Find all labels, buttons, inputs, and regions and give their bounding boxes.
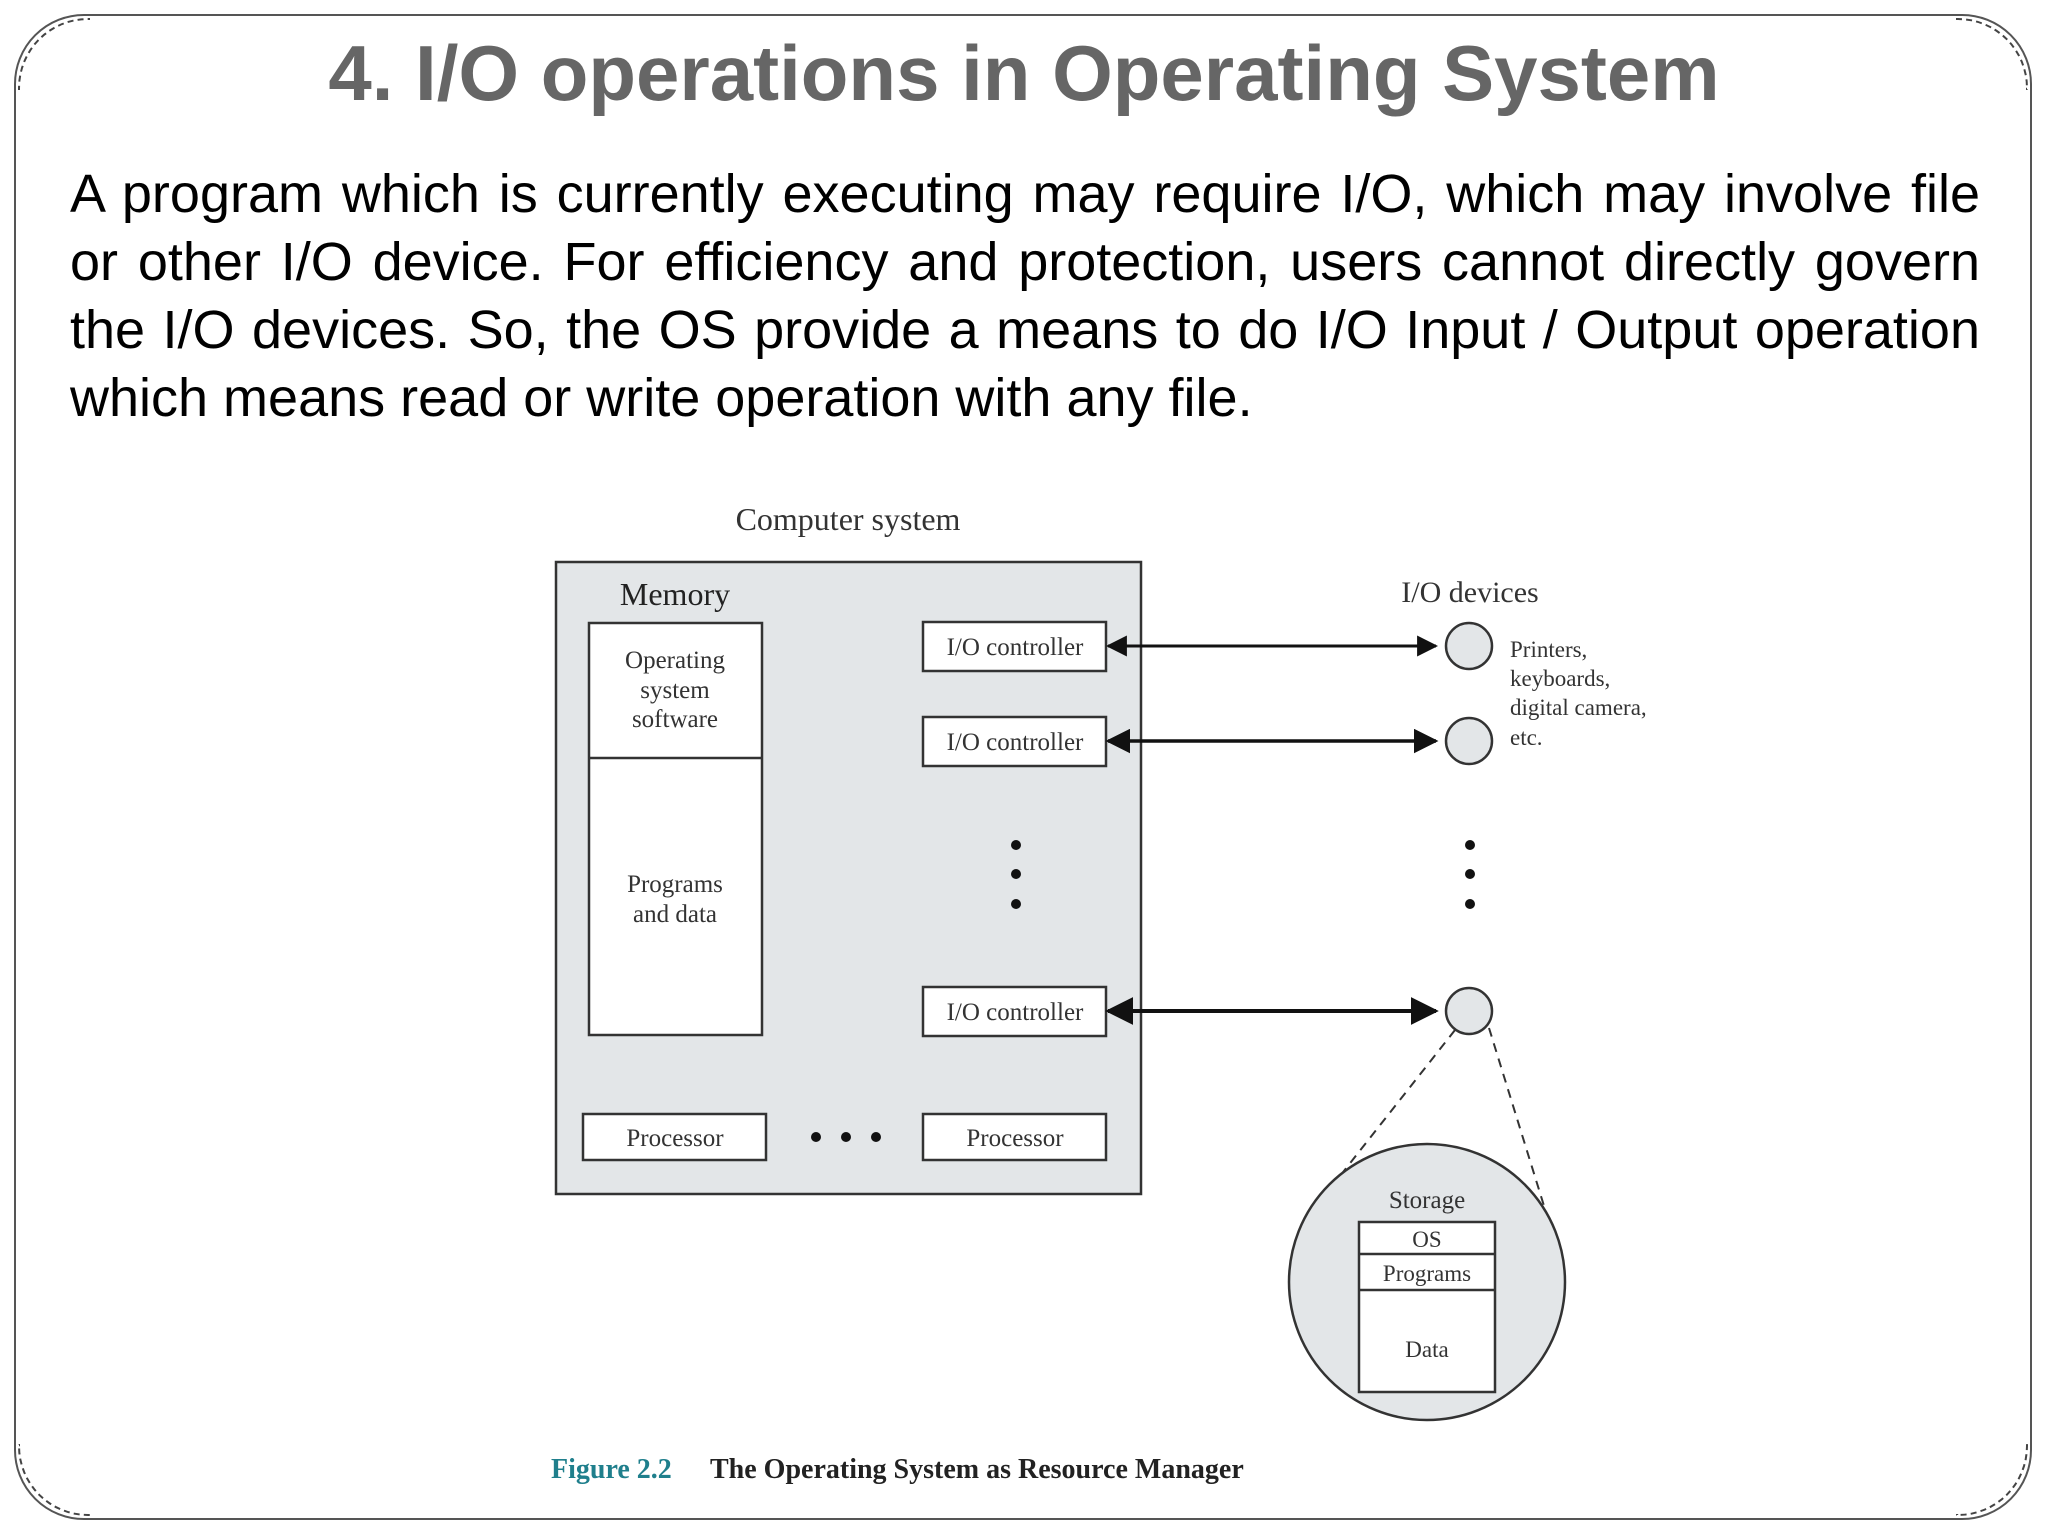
slide-body-text: A program which is currently executing m… [70, 164, 1980, 428]
programs-data-text: Programs [627, 871, 723, 898]
processor-box [581, 1112, 768, 1162]
devices-description: Printers, [1510, 637, 1587, 662]
computer-system-label: Computer system [736, 501, 961, 537]
io-controller-box [921, 985, 1108, 1038]
io-controller-label: I/O controller [947, 999, 1084, 1026]
figure-caption-text: The Operating System as Resource Manager [710, 1454, 1244, 1485]
io-controller-box [921, 620, 1108, 673]
io-device-circle [1444, 716, 1494, 766]
devices-description: digital camera, [1510, 695, 1647, 720]
io-controller-label: I/O controller [947, 634, 1084, 661]
ellipsis-dots [811, 1132, 881, 1142]
ellipsis-dots [1465, 840, 1475, 909]
processor-label: Processor [626, 1125, 724, 1152]
devices-description: etc. [1510, 725, 1543, 750]
io-controller-label: I/O controller [947, 729, 1084, 756]
processor-label: Processor [966, 1125, 1064, 1152]
devices-description: keyboards, [1510, 666, 1610, 691]
io-devices-label: I/O devices [1401, 576, 1538, 609]
io-device-circle [1444, 621, 1494, 671]
figure-caption-number: Figure 2.2 [551, 1454, 672, 1485]
ellipsis-dots [1011, 840, 1021, 909]
slide-title: 4. I/O operations in Operating System [328, 29, 1720, 117]
zoom-dashed-line [1324, 1029, 1456, 1196]
zoom-dashed-line [1488, 1027, 1554, 1236]
processor-box [921, 1112, 1108, 1162]
storage-box [1357, 1220, 1497, 1394]
os-software-text: Operating [625, 647, 725, 674]
storage-os-label: OS [1412, 1227, 1441, 1252]
io-device-circle [1444, 986, 1494, 1036]
io-controller-box [921, 715, 1108, 768]
os-software-text: system [640, 677, 710, 704]
memory-box [587, 621, 764, 1037]
programs-data-text: and data [633, 901, 717, 928]
storage-data-label: Data [1405, 1337, 1448, 1362]
storage-programs-label: Programs [1383, 1261, 1471, 1286]
storage-label: Storage [1389, 1187, 1465, 1214]
memory-label: Memory [620, 576, 730, 612]
os-software-text: software [632, 706, 718, 733]
